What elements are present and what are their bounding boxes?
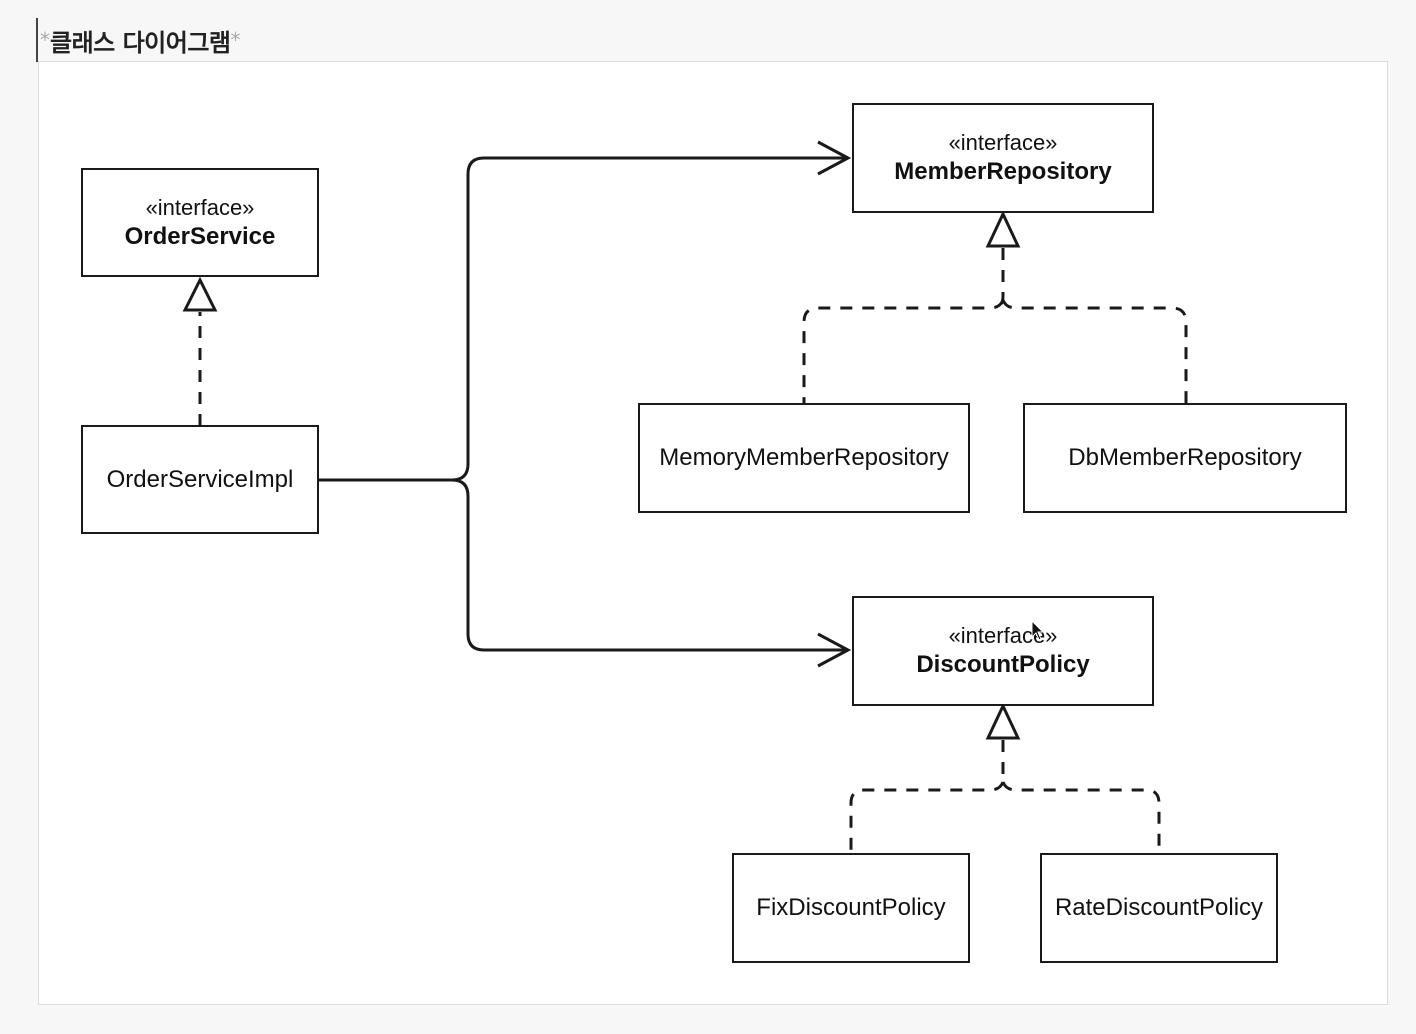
realization-arrowhead-orderservice bbox=[182, 276, 218, 312]
realization-fixdiscountpolicy bbox=[849, 781, 1005, 854]
realization-arrowhead-discountpolicy bbox=[985, 702, 1021, 740]
title-modified-marker-right: * bbox=[230, 28, 241, 52]
class-box-ratediscountpolicy[interactable]: RateDiscountPolicy bbox=[1040, 853, 1278, 963]
dependency-orderserviceimpl-to-memberrepository bbox=[318, 156, 846, 482]
dbmemberrepository-name: DbMemberRepository bbox=[1068, 444, 1302, 471]
class-box-memorymemberrepository[interactable]: MemoryMemberRepository bbox=[638, 403, 970, 513]
realization-arrowhead-memberrepository bbox=[985, 210, 1021, 248]
fixdiscountpolicy-name: FixDiscountPolicy bbox=[756, 894, 946, 921]
class-box-orderservice[interactable]: «interface» OrderService bbox=[81, 168, 319, 277]
orderservice-name: OrderService bbox=[124, 222, 276, 250]
orderserviceimpl-name: OrderServiceImpl bbox=[106, 465, 294, 493]
realization-ratediscountpolicy bbox=[1001, 781, 1161, 854]
title-modified-marker-left: * bbox=[40, 28, 50, 52]
ratediscountpolicy-name: RateDiscountPolicy bbox=[1054, 894, 1264, 921]
page-title[interactable]: 클래스 다이어그램 bbox=[50, 28, 231, 57]
realization-trunk-memberrepository bbox=[992, 248, 1005, 310]
class-box-dbmemberrepository[interactable]: DbMemberRepository bbox=[1023, 403, 1347, 513]
memberrepository-name: MemberRepository bbox=[894, 158, 1112, 185]
class-box-memberrepository[interactable]: «interface» MemberRepository bbox=[852, 103, 1154, 213]
dependency-arrowhead-discountpolicy bbox=[817, 632, 852, 668]
orderservice-stereotype: «interface» bbox=[145, 194, 255, 220]
class-box-discountpolicy[interactable]: «interface» DiscountPolicy bbox=[852, 596, 1154, 706]
class-box-fixdiscountpolicy[interactable]: FixDiscountPolicy bbox=[732, 853, 970, 963]
diagram-title-bar: * 클래스 다이어그램 * bbox=[36, 18, 241, 62]
mouse-cursor-icon bbox=[1031, 620, 1045, 641]
memberrepository-stereotype: «interface» bbox=[948, 130, 1058, 155]
discountpolicy-name: DiscountPolicy bbox=[916, 651, 1090, 678]
dependency-orderserviceimpl-to-discountpolicy bbox=[451, 478, 846, 652]
memorymemberrepository-name: MemoryMemberRepository bbox=[659, 444, 949, 471]
class-box-orderserviceimpl[interactable]: OrderServiceImpl bbox=[81, 425, 319, 534]
realization-dbmemberrepository bbox=[1001, 299, 1188, 404]
dependency-arrowhead-memberrepository bbox=[817, 140, 852, 176]
realization-memorymemberrepository bbox=[802, 299, 1005, 404]
